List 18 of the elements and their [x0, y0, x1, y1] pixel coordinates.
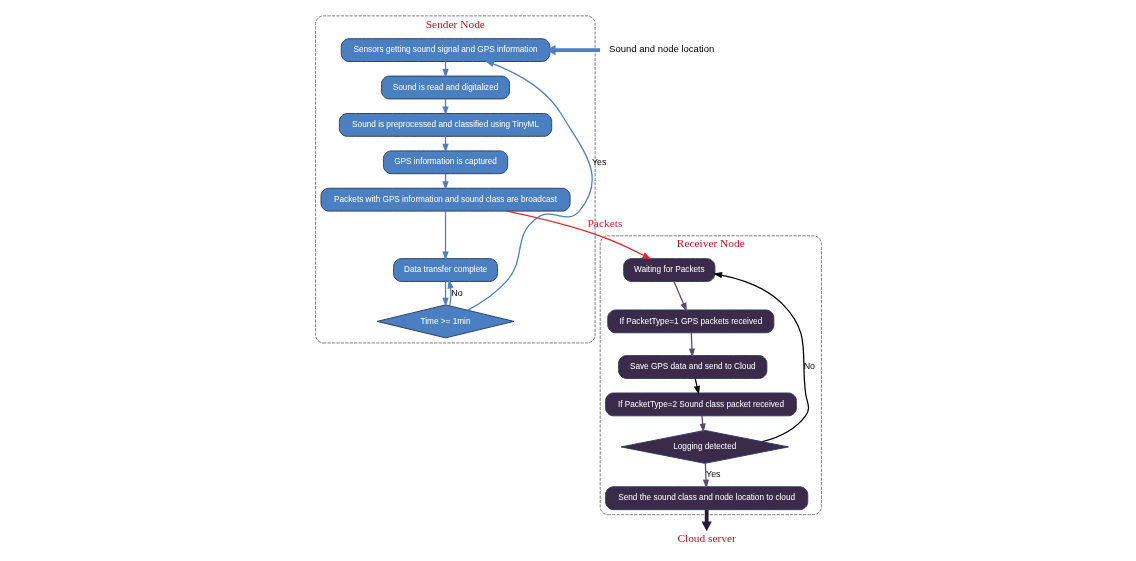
edge-label: Yes — [591, 156, 606, 167]
arrow — [505, 210, 651, 260]
edge-label: No — [803, 361, 815, 372]
arrow — [699, 415, 706, 433]
arrow — [712, 272, 809, 443]
node-text: Cloud server — [676, 531, 736, 544]
edge-label: Packets — [587, 217, 622, 230]
arrow — [693, 377, 700, 395]
arrow — [447, 279, 454, 307]
arrow — [688, 332, 695, 358]
edge-label: Yes — [705, 469, 721, 480]
arrow — [441, 210, 449, 261]
arrow — [702, 462, 709, 489]
arrow — [672, 280, 687, 312]
arrow — [466, 60, 593, 311]
edge-label: No — [450, 287, 463, 298]
node-text: Sound and node location — [608, 43, 714, 55]
arrow — [701, 509, 712, 532]
